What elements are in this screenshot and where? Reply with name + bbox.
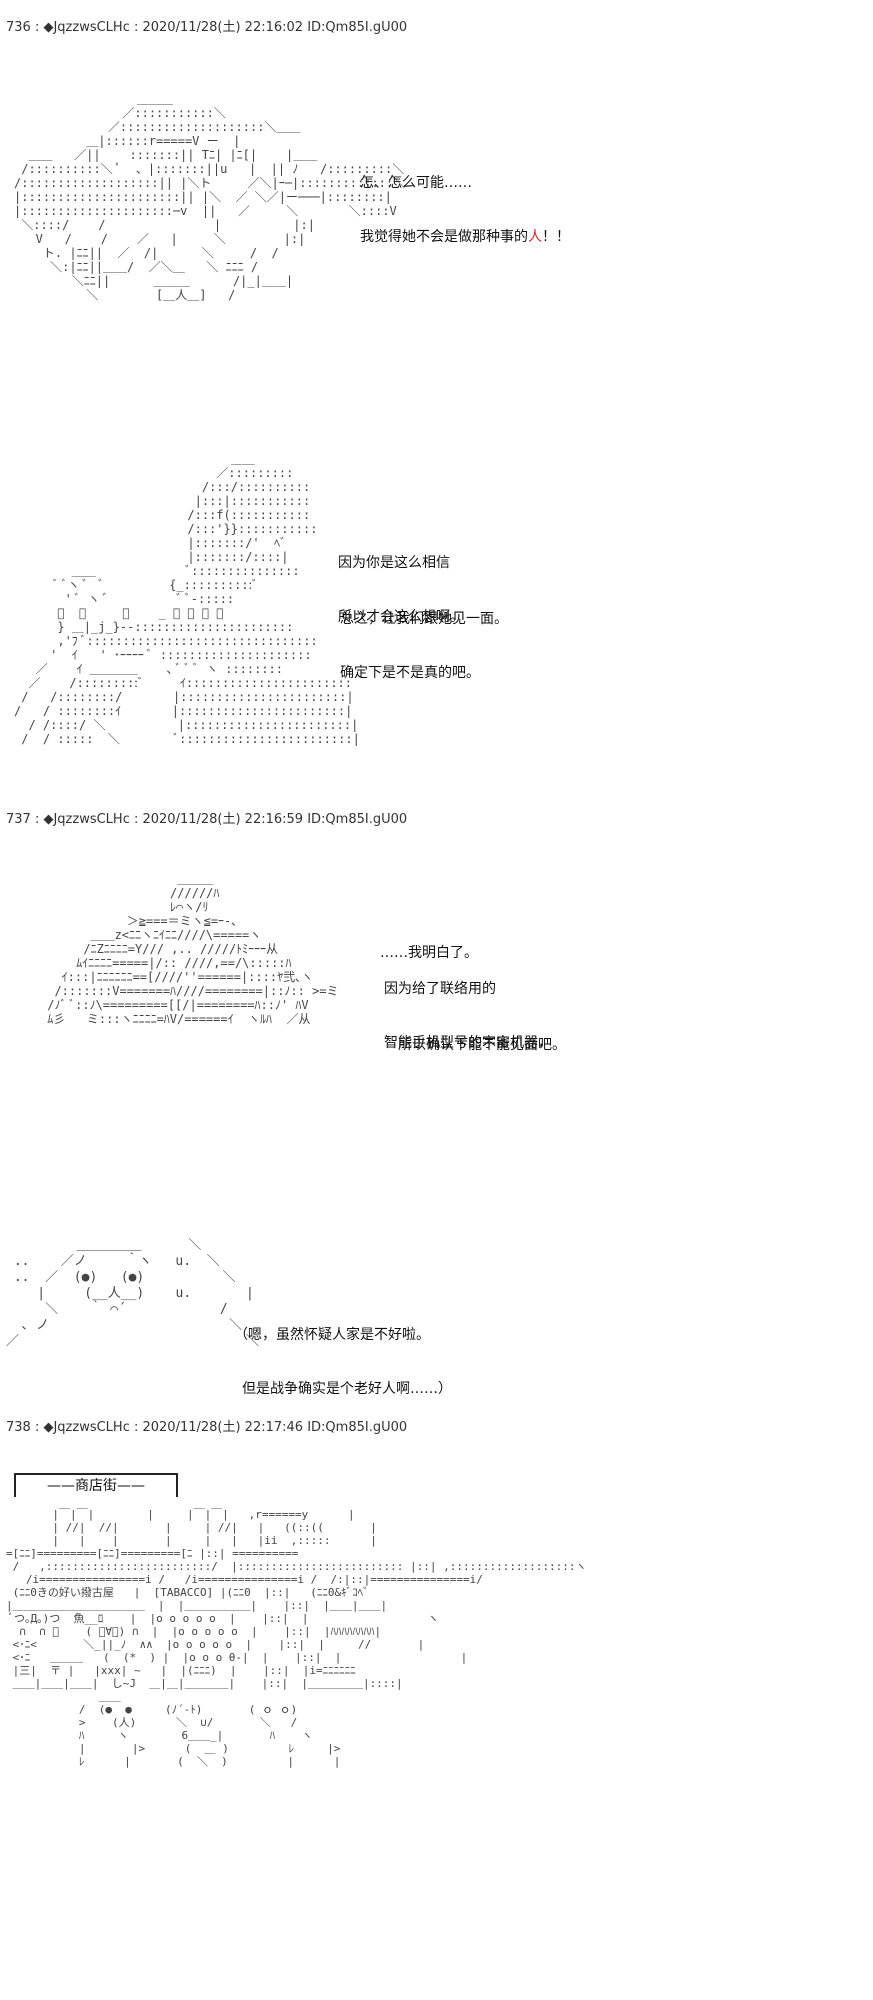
dialog-line: 因为你是这么相信 (338, 555, 450, 571)
dialog-line: 怎、怎么可能…… (360, 175, 472, 191)
ascii-art-hooded-figure: ＿＿ ／::::::::: /:::/:::::::::: |:::|:::::… (14, 452, 360, 746)
dialog-line: 因为给了联络用的 (384, 981, 496, 997)
dialog-line: 所以确认下能不能见面吧。 (398, 1037, 566, 1053)
ascii-art-round-face: ＿＿＿＿＿ ＼ .. ／ノ ｀ヽ u. ＼ .. ／ (●) (●) ＼ | (… (6, 1238, 259, 1349)
dialog-contact-device: 因为给了联络用的 智能手机型号的宇宙机器， (384, 944, 552, 1070)
dialog-line: 所以才会这么想啊。 (338, 609, 464, 625)
dialog-line: ……我明白了。 (380, 945, 478, 961)
dialog-i-understand: ……我明白了。 (380, 908, 478, 980)
ascii-art-character-group: ＿＿＿ ／:::::::::::＼ ／::::::::::::::::::::＼… (14, 92, 406, 302)
dialog-line: 智能手机型号的宇宙机器， (384, 1035, 552, 1051)
dialog-line: （嗯，虽然怀疑人家是不好啦。 (234, 1327, 430, 1343)
dialog-confirm-meet: 所以确认下能不能见面吧。 (398, 1000, 566, 1072)
dialog-text: ！！ (542, 229, 570, 245)
dialog-line: 但是战争确实是个老好人啊……） (242, 1381, 452, 1397)
dialog-because-you-believe: 因为你是这么相信 所以才会这么想啊。 (338, 518, 464, 644)
ascii-art-shopping-street: |￣|￣| | |￣|￣| ,r======y | | //| //| | | … (6, 1508, 587, 1768)
post-header-736: 736 : ◆JqzzwsCLHc : 2020/11/28(土) 22:16:… (6, 20, 408, 35)
dialog-line: 确定下是不是真的吧。 (340, 665, 480, 681)
dialog-line: 总之，让我们跟她见一面。 (340, 611, 508, 627)
dialog-line: 我觉得她不会是做那种事的人！！ (360, 228, 570, 246)
ascii-art-spiky-character: ＿＿＿ //////ﾊ ﾚ⌒ヽ/ﾘ ＞≧===＝ミヽ≦=ｰ-､ ＿＿z<ﾆﾆヽﾆ… (47, 872, 339, 1026)
dialog-text-highlight: 人 (528, 229, 542, 245)
post-header-738: 738 : ◆JqzzwsCLHc : 2020/11/28(土) 22:17:… (6, 1420, 408, 1435)
dialog-lets-meet: 总之，让我们跟她见一面。 确定下是不是真的吧。 (340, 574, 508, 700)
shopping-street-sign: ——商店街—— (14, 1473, 178, 1497)
dialog-impossible: 怎、怎么可能…… 我觉得她不会是做那种事的人！！ (360, 138, 570, 264)
dialog-inner-thought: （嗯，虽然怀疑人家是不好啦。 但是战争确实是个老好人啊……） (234, 1290, 452, 1416)
dialog-text: 我觉得她不会是做那种事的 (360, 229, 528, 245)
post-header-737: 737 : ◆JqzzwsCLHc : 2020/11/28(土) 22:16:… (6, 812, 408, 827)
